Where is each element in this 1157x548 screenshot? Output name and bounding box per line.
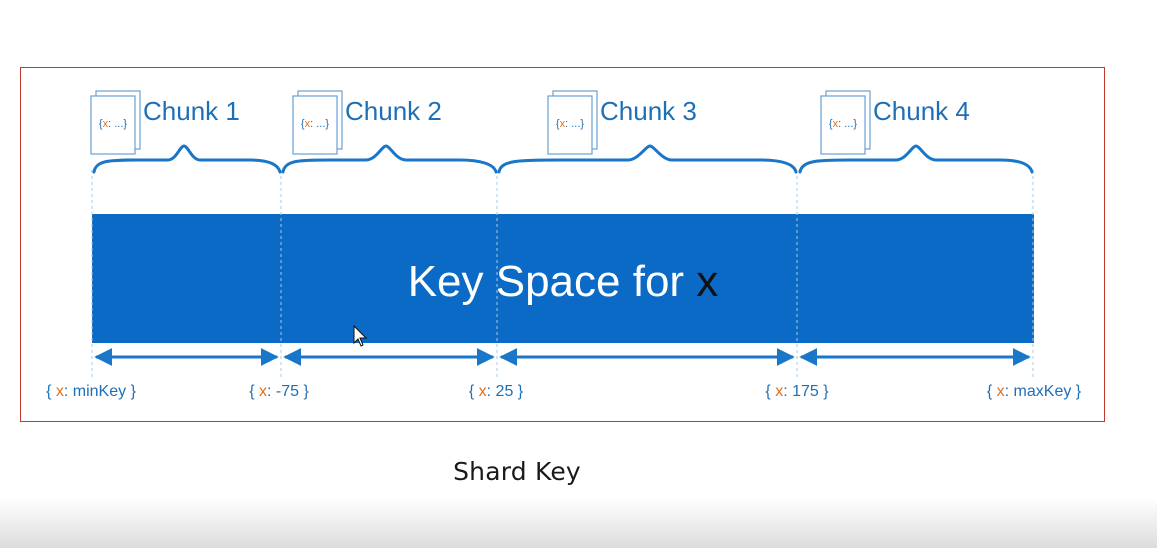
chunk-braces (92, 144, 1034, 174)
chunk-3-label: Chunk 3 (600, 96, 697, 126)
boundary-label-25: { x: 25 } (469, 383, 524, 400)
document-content: {x: ...} (99, 118, 127, 130)
chunk-2-label: Chunk 2 (345, 96, 442, 126)
key-space-band (92, 214, 1034, 343)
boundary-label-neg75: { x: -75 } (249, 383, 309, 400)
chunk-3: {x: ...} Chunk 3 (547, 90, 697, 155)
document-icon (90, 95, 136, 155)
chunk-1-brace (92, 144, 282, 174)
boundary-labels: { x: minKey } { x: -75 } { x: 25 } { x: … (46, 383, 1082, 400)
chunk-3-brace (497, 144, 798, 174)
document-icon (547, 95, 593, 155)
mouse-cursor-icon (353, 324, 368, 347)
document-icon (292, 95, 338, 155)
chunk-1: {x: ...} Chunk 1 (90, 90, 240, 155)
boundary-label-minkey: { x: minKey } (46, 383, 136, 400)
chunk-4: {x: ...} Chunk 4 (820, 90, 970, 155)
chunk-4-brace (798, 144, 1034, 174)
document-content: {x: ...} (301, 118, 329, 130)
chunk-2-brace (281, 144, 498, 174)
chunk-4-label: Chunk 4 (873, 96, 970, 126)
boundary-guides (91, 170, 1034, 380)
key-space-var: x (696, 257, 718, 306)
document-content: {x: ...} (556, 118, 584, 130)
document-content: {x: ...} (829, 118, 857, 130)
caption: Shard Key (453, 457, 581, 486)
boundary-label-175: { x: 175 } (765, 383, 829, 400)
bottom-bar (0, 498, 1157, 548)
diagram-frame (20, 67, 1105, 422)
key-space-label: Key Space for x (408, 257, 719, 306)
chunk-2: {x: ...} Chunk 2 (292, 90, 442, 155)
document-icon (820, 95, 866, 155)
chunk-1-label: Chunk 1 (143, 96, 240, 126)
boundary-label-maxkey: { x: maxKey } (987, 383, 1082, 400)
